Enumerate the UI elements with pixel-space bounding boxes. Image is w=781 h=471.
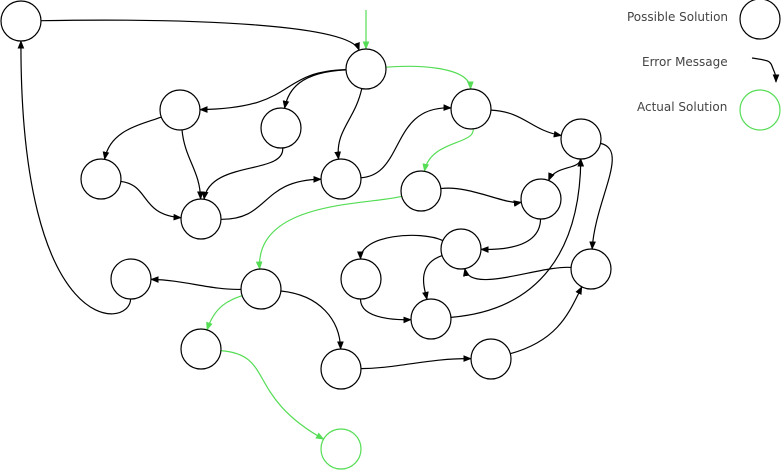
edge-n9-n10 bbox=[440, 187, 523, 207]
solution-node-n2 bbox=[159, 89, 201, 131]
solution-node-n15 bbox=[410, 298, 452, 340]
edge-n20-n11 bbox=[510, 286, 583, 355]
solution-node-n6 bbox=[80, 158, 122, 200]
nodes bbox=[0, 0, 612, 470]
edge-n4-n5 bbox=[360, 104, 452, 179]
solution-node-n9 bbox=[400, 170, 442, 212]
legend-error-message-label: Error Message bbox=[642, 55, 728, 69]
legend-possible-solution-label: Possible Solution bbox=[627, 10, 728, 24]
edge-n6-n7 bbox=[120, 180, 182, 221]
solution-edge-n13-n18 bbox=[206, 295, 243, 331]
edge-n8-n10 bbox=[548, 158, 581, 182]
solution-node-n16 bbox=[110, 258, 152, 300]
edge-n10-n12 bbox=[480, 218, 542, 253]
solution-node-n1 bbox=[345, 48, 387, 90]
legend-actual-solution-circle bbox=[739, 89, 781, 131]
edge-n7-n4 bbox=[220, 175, 322, 220]
edge-n12-n15 bbox=[422, 255, 443, 301]
edge-n13-n19 bbox=[280, 290, 344, 350]
edge-n3-n7 bbox=[201, 147, 284, 201]
edge-n8-n11 bbox=[589, 142, 613, 250]
solution-node-n11 bbox=[570, 248, 612, 290]
actual-solution-node bbox=[320, 428, 362, 470]
edge-n1-n3 bbox=[282, 69, 347, 110]
legend-actual-solution-label: Actual Solution bbox=[637, 100, 727, 114]
solution-edge-n1-n5 bbox=[385, 65, 474, 90]
edge-n13-n16 bbox=[150, 276, 242, 290]
edge-n16-n0 bbox=[17, 40, 132, 315]
solution-node-n7 bbox=[180, 198, 222, 240]
edges bbox=[17, 19, 613, 440]
solution-node-n13 bbox=[240, 268, 282, 310]
edge-n2-n7 bbox=[181, 129, 204, 200]
solution-node-n20 bbox=[470, 338, 512, 380]
solution-node-n0 bbox=[0, 0, 42, 42]
solution-node-n14 bbox=[340, 258, 382, 300]
edge-n14-n15 bbox=[359, 298, 412, 324]
edge-n5-n8 bbox=[490, 109, 563, 138]
solution-edge-n5-n9 bbox=[422, 128, 474, 173]
legend-error-message-arrow bbox=[751, 57, 780, 83]
legend: Possible Solution Error Message Actual S… bbox=[627, 0, 781, 131]
legend-possible-solution-circle bbox=[739, 0, 781, 40]
edge-n12-n14 bbox=[357, 234, 444, 260]
solution-node-n5 bbox=[450, 88, 492, 130]
solution-node-n18 bbox=[180, 328, 222, 370]
edge-n2-n6 bbox=[102, 116, 162, 161]
edge-n1-n2 bbox=[199, 69, 347, 113]
edge-n1-n4 bbox=[334, 88, 363, 160]
solution-edge-n9-n13 bbox=[255, 195, 402, 270]
solution-node-n3 bbox=[260, 107, 302, 149]
edge-n0-n1 bbox=[40, 19, 360, 51]
solution-node-n10 bbox=[520, 178, 562, 220]
edge-n19-n20 bbox=[360, 355, 472, 370]
edge-n11-n12 bbox=[463, 266, 572, 281]
solution-node-n4 bbox=[320, 158, 362, 200]
solution-edge-n18-goal bbox=[220, 350, 325, 440]
solution-node-n12 bbox=[440, 228, 482, 270]
solution-node-n8 bbox=[560, 118, 602, 160]
solution-node-n19 bbox=[320, 348, 362, 390]
